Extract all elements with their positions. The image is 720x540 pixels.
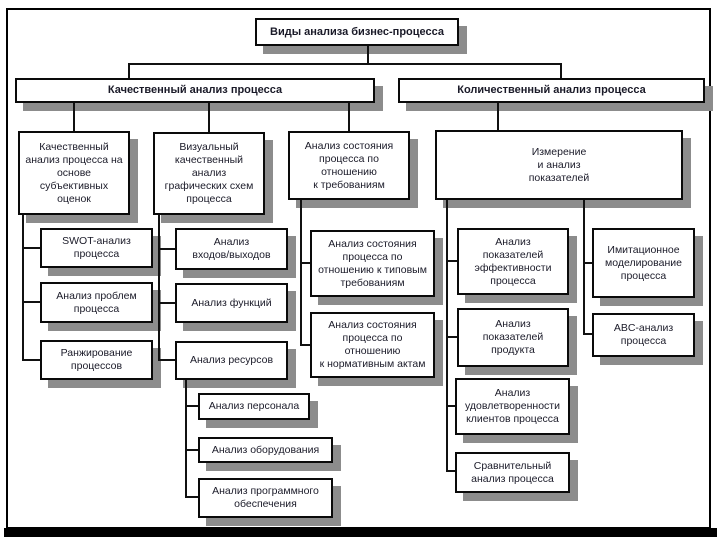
connector-stub-normative [300, 344, 310, 346]
node-ranking: Ранжирование процессов [40, 340, 153, 380]
node-problems: Анализ проблем процесса [40, 282, 153, 323]
connector-drop-subjective [73, 103, 75, 131]
node-comparative: Сравнительный анализ процесса [455, 452, 570, 493]
connector-root-horizontal [128, 63, 562, 65]
node-personnel: Анализ персонала [198, 393, 310, 420]
node-equipment: Анализ оборудования [198, 437, 333, 463]
connector-root-stem [367, 46, 369, 64]
connector-stub-abc [583, 333, 592, 335]
node-measurement: Измерение и анализ показателей [435, 130, 683, 200]
node-client-satisfaction: Анализ удовлетворенности клиентов процес… [455, 378, 570, 435]
connector-spine-visual [158, 215, 160, 361]
node-inputs-outputs: Анализ входов/выходов [175, 228, 288, 270]
connector-stub-problems [22, 301, 40, 303]
connector-spine-visual-detail [185, 380, 187, 498]
node-subjective-assessment: Качественный анализ процесса на основе с… [18, 131, 130, 215]
connector-spine-measurement-right [583, 200, 585, 335]
connector-spine-subjective [22, 215, 24, 361]
connector-stub-product [446, 336, 457, 338]
node-typical-requirements: Анализ состояния процесса по отношению к… [310, 230, 435, 297]
node-visual-analysis: Визуальный качественный анализ графическ… [153, 132, 265, 215]
node-state-requirements: Анализ состояния процесса по отношению к… [288, 131, 410, 200]
connector-stub-efficiency [446, 260, 457, 262]
node-abc: ABC-анализ процесса [592, 313, 695, 357]
node-qualitative: Качественный анализ процесса [15, 78, 375, 103]
connector-drop-state [348, 103, 350, 131]
connector-stub-satisfaction [446, 405, 455, 407]
connector-stub-equipment [185, 449, 198, 451]
connector-stub-typical [300, 262, 310, 264]
node-efficiency-indicators: Анализ показателей эффективности процесс… [457, 228, 569, 295]
slide-bottom-bar [4, 528, 717, 537]
node-simulation: Имитационное моделирование процесса [592, 228, 695, 298]
connector-spine-state [300, 200, 302, 346]
connector-stub-inputs-outputs [158, 248, 175, 250]
node-normative-acts: Анализ состояния процесса по отношению к… [310, 312, 435, 378]
connector-stub-comparative [446, 470, 455, 472]
connector-stub-personnel [185, 405, 198, 407]
node-quantitative: Количественный анализ процесса [398, 78, 705, 103]
node-software: Анализ программного обеспечения [198, 478, 333, 518]
connector-stub-functions [158, 302, 175, 304]
connector-stub-software [185, 496, 198, 498]
connector-stub-swot [22, 247, 40, 249]
connector-stub-resources [158, 359, 175, 361]
connector-drop-measurement [497, 103, 499, 130]
node-functions: Анализ функций [175, 283, 288, 323]
connector-stub-ranking [22, 359, 40, 361]
node-resources: Анализ ресурсов [175, 341, 288, 380]
connector-drop-quantitative [560, 63, 562, 79]
node-swot: SWOT-анализ процесса [40, 228, 153, 268]
connector-drop-qualitative [128, 63, 130, 79]
connector-drop-visual [208, 103, 210, 132]
connector-stub-simulation [583, 262, 592, 264]
node-root: Виды анализа бизнес-процесса [255, 18, 459, 46]
node-product-indicators: Анализ показателей продукта [457, 308, 569, 367]
